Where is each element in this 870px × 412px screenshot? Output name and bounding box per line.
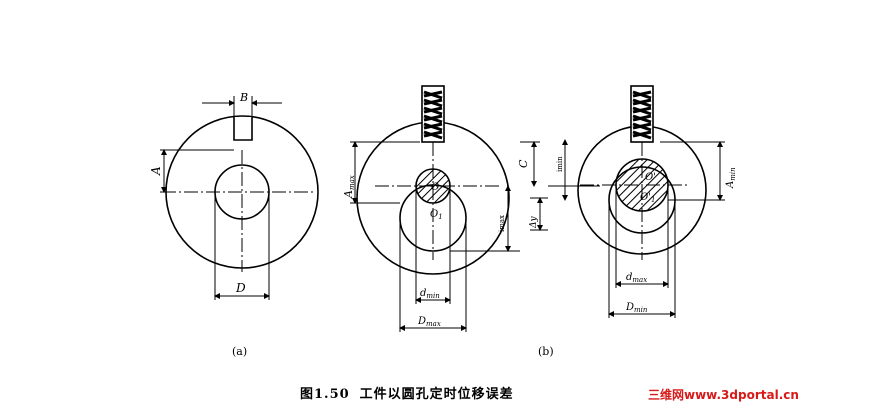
dim-Amax-label: Amax [342,175,356,199]
dim-B-label: B [239,91,248,104]
dim-Amin-label: Amin [725,167,737,189]
center-O-left-label: O [431,182,439,193]
figure-b-label: (b) [538,345,554,358]
figure-b-middle-dims [520,139,600,231]
dim-delta-y-label: Δy [529,216,539,229]
figure-b-right [577,85,725,318]
dim-dmax-label: dmax [626,272,647,284]
dim-C-label: C [517,159,530,168]
center-O1-left-label: O1 [430,209,443,221]
figure-b-left [350,85,520,332]
keyway-slot-a [233,117,253,141]
figure-a [160,96,319,300]
caption-title: 工件以圆孔定时位移误差 [359,387,514,402]
figure-a-label: (a) [232,345,247,358]
dim-dmin-label: dmin [420,288,440,300]
site-watermark: 三维网www.3dportal.cn [648,388,799,402]
dim-imax-label: imax [498,215,506,232]
dim-D-label: D [235,281,246,295]
center-O1-prime-right-label: O'1 [640,192,655,204]
dim-imin-label: imin [556,156,564,172]
dim-Dmin-label: Dmin [625,302,648,314]
dim-A-label: A [149,166,163,176]
center-O-prime-right-label: O' [645,172,656,183]
dim-Dmax-label: Dmax [417,316,441,328]
caption-number: 图1.50 [300,387,350,402]
figure-caption: 图1.50 工件以圆孔定时位移误差 [300,383,524,402]
